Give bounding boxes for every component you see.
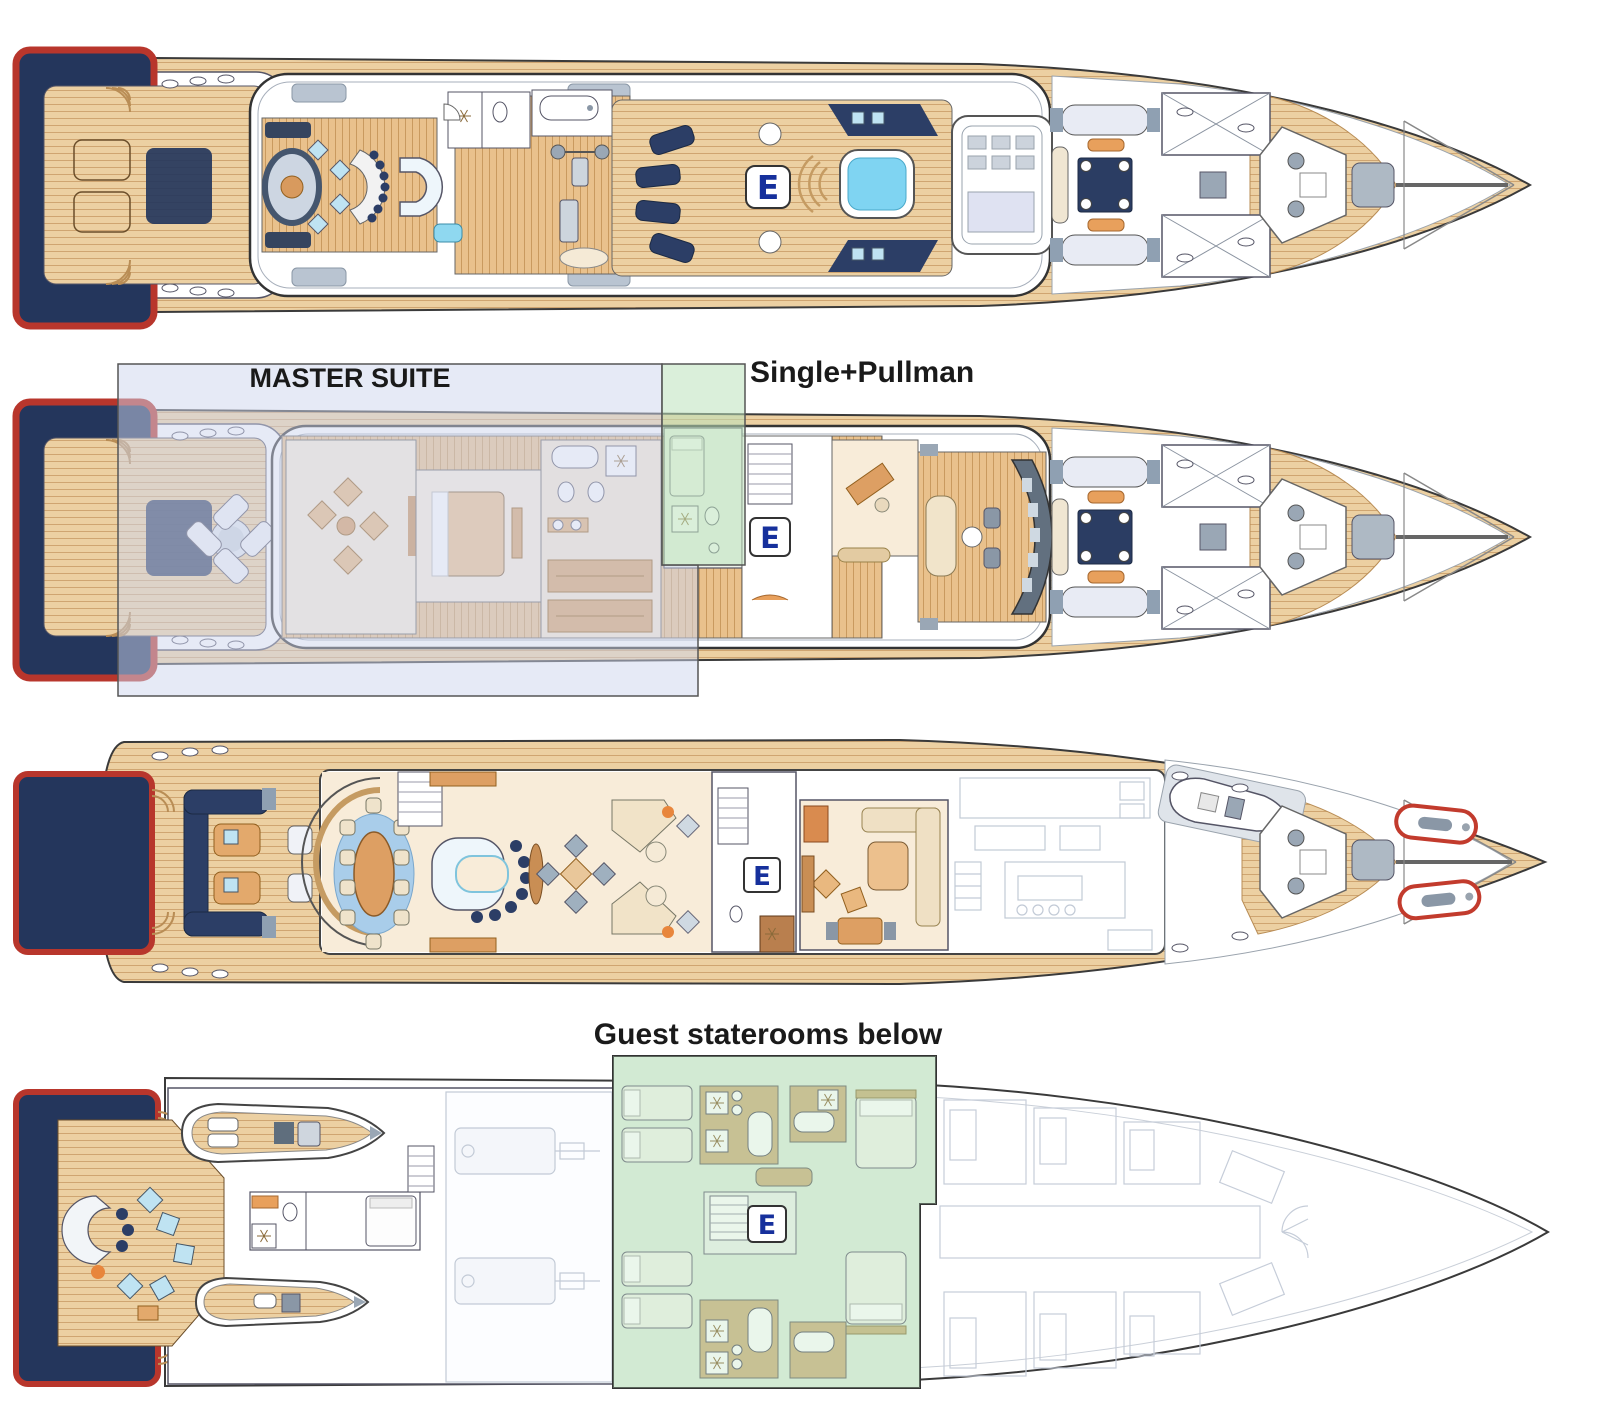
deck-sun-deck: E — [12, 46, 1533, 330]
owners-study — [831, 439, 919, 563]
sky-lounge — [261, 117, 444, 253]
master-suite-overlay — [117, 363, 699, 697]
wheelhouse — [917, 444, 1053, 630]
single-pullman-label: Single+Pullman — [750, 356, 974, 389]
beach-club — [57, 1119, 225, 1347]
elevator-marker-main-deck: E — [743, 857, 781, 893]
galley-crew-faint — [954, 777, 1153, 951]
jet-ski — [1394, 803, 1478, 845]
elevator-marker-owners-deck: E — [749, 517, 791, 557]
crew-quarters-faint — [939, 1099, 1309, 1377]
bar-counter — [399, 157, 444, 217]
elevator-letter: E — [753, 862, 771, 892]
card-table — [535, 833, 617, 915]
guest-staterooms-label: Guest staterooms below — [594, 1018, 943, 1051]
jacuzzi — [797, 149, 915, 219]
deck-lower-deck: E — [13, 1055, 1550, 1389]
salon-lounge — [611, 799, 701, 938]
mast-structure — [951, 115, 1053, 255]
elevator-marker-sun-deck: E — [745, 165, 791, 209]
elevator-letter: E — [760, 521, 780, 555]
tender-rib — [194, 1276, 370, 1328]
windlass-platform — [1259, 805, 1395, 919]
engine-room-faint — [445, 1091, 613, 1383]
gym — [433, 89, 631, 275]
elevator-letter: E — [757, 168, 780, 207]
elevator-marker-lower-deck: E — [747, 1205, 787, 1243]
sitting-room — [799, 799, 949, 951]
jet-ski — [1397, 879, 1482, 921]
main-aft-deck-lounge — [183, 788, 313, 938]
single-pullman-overlay — [661, 363, 746, 566]
master-suite-label: MASTER SUITE — [249, 363, 450, 393]
guest-bathrooms — [699, 1085, 847, 1379]
elevator-letter: E — [758, 1210, 776, 1241]
garage-crew-cabin — [249, 1191, 421, 1251]
stern-platform — [13, 771, 175, 955]
sun-deck-aft-lounging — [611, 99, 1053, 277]
tender-large — [180, 1102, 386, 1164]
dining-area — [333, 797, 415, 950]
deck-main-deck: E — [13, 738, 1548, 986]
